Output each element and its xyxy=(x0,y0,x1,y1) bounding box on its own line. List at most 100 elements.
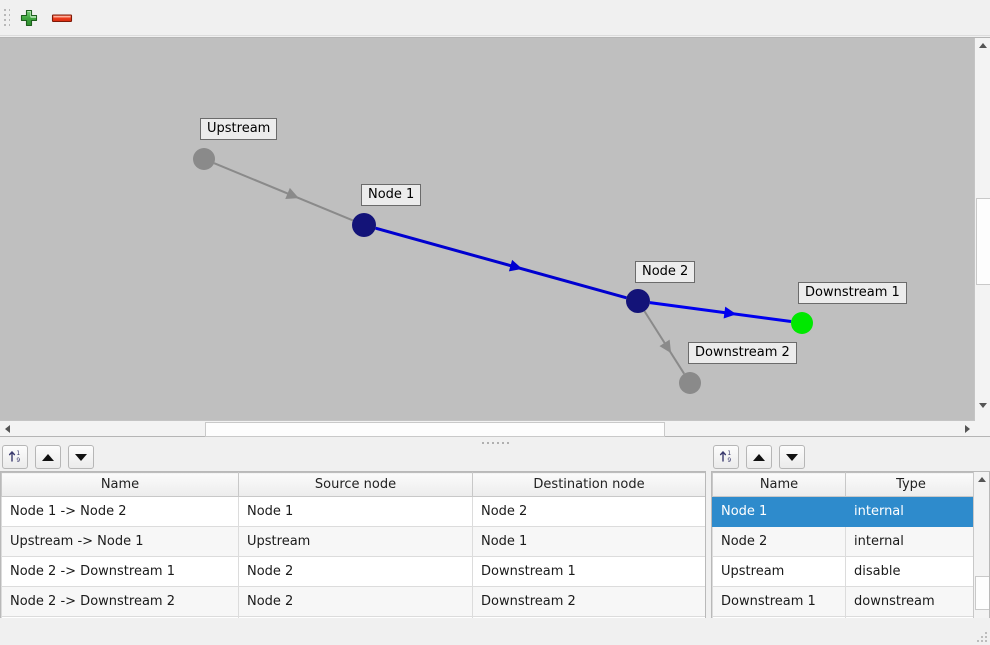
canvas-hscroll-thumb[interactable] xyxy=(205,422,665,437)
triangle-up-icon xyxy=(978,43,987,48)
toolbar-separator xyxy=(0,35,990,36)
horizontal-splitter[interactable] xyxy=(0,437,990,448)
triangle-up-icon xyxy=(753,453,765,461)
nodes-column-header-1[interactable]: Type xyxy=(845,472,976,497)
edge-arrowhead-node2-downstream2 xyxy=(659,339,672,354)
graph-edge-node2-downstream2[interactable] xyxy=(643,310,685,375)
node-label-downstream2[interactable]: Downstream 2 xyxy=(688,342,797,364)
node-label-node1[interactable]: Node 1 xyxy=(361,184,422,206)
nodes-cell-2-0[interactable]: Upstream xyxy=(712,556,846,587)
nodes-vscroll-thumb[interactable] xyxy=(975,576,989,610)
edges-cell-3-2[interactable]: Downstream 2 xyxy=(472,586,705,617)
triangle-left-icon xyxy=(5,424,10,433)
scrollbar-corner xyxy=(975,421,990,436)
edge-arrowhead-node1-node2 xyxy=(508,259,523,272)
nodes-cell-1-1[interactable]: internal xyxy=(845,526,976,557)
graph-node-node2[interactable] xyxy=(626,289,650,313)
graph-node-upstream[interactable] xyxy=(193,148,215,170)
scroll-right-button[interactable] xyxy=(960,421,975,436)
nodes-cell-3-1[interactable]: downstream xyxy=(845,586,976,617)
graph-edge-node2-downstream1[interactable] xyxy=(649,301,792,324)
graph-node-node1[interactable] xyxy=(352,213,376,237)
node-label-upstream[interactable]: Upstream xyxy=(200,118,278,140)
sort-ascending-icon: 1 9 xyxy=(718,448,734,467)
edges-move-down-button[interactable] xyxy=(68,445,94,469)
nodes-scroll-up-button[interactable] xyxy=(974,472,989,487)
nodes-cell-0-1[interactable]: internal xyxy=(845,496,976,527)
nodes-move-down-button[interactable] xyxy=(779,445,805,469)
nodes-column-header-0[interactable]: Name xyxy=(712,472,846,497)
canvas-horizontal-scrollbar[interactable] xyxy=(0,420,975,437)
window-resize-grip[interactable] xyxy=(974,629,987,642)
scroll-up-button[interactable] xyxy=(975,38,990,53)
edge-arrowhead-node2-downstream1 xyxy=(723,306,737,319)
green-plus-icon xyxy=(19,8,39,31)
edges-cell-0-0[interactable]: Node 1 -> Node 2 xyxy=(1,496,239,527)
graph-node-downstream2[interactable] xyxy=(679,372,701,394)
edges-cell-0-1[interactable]: Node 1 xyxy=(238,496,473,527)
red-minus-icon xyxy=(51,11,73,28)
edges-column-header-0[interactable]: Name xyxy=(1,472,239,497)
nodes-move-up-button[interactable] xyxy=(746,445,772,469)
main-toolbar xyxy=(0,0,990,37)
edges-cell-1-2[interactable]: Node 1 xyxy=(472,526,705,557)
edges-column-header-1[interactable]: Source node xyxy=(238,472,473,497)
graph-edge-upstream-node1[interactable] xyxy=(213,162,354,222)
nodes-cell-0-0[interactable]: Node 1 xyxy=(712,496,846,527)
toolbar-drag-handle[interactable] xyxy=(4,9,10,28)
edges-sort-button[interactable]: 1 9 xyxy=(2,445,28,469)
nodes-cell-1-0[interactable]: Node 2 xyxy=(712,526,846,557)
node-label-downstream1[interactable]: Downstream 1 xyxy=(798,282,907,304)
scroll-left-button[interactable] xyxy=(0,421,15,436)
graph-node-downstream1[interactable] xyxy=(791,312,813,334)
edges-cell-3-1[interactable]: Node 2 xyxy=(238,586,473,617)
triangle-down-icon xyxy=(75,453,87,461)
add-node-button[interactable] xyxy=(16,7,42,31)
edges-cell-3-0[interactable]: Node 2 -> Downstream 2 xyxy=(1,586,239,617)
edges-toolbar: 1 9 xyxy=(0,443,708,471)
edges-cell-1-1[interactable]: Upstream xyxy=(238,526,473,557)
edges-cell-2-1[interactable]: Node 2 xyxy=(238,556,473,587)
nodes-vertical-scrollbar[interactable] xyxy=(973,472,989,637)
canvas-vscroll-thumb[interactable] xyxy=(976,198,990,285)
edges-cell-0-2[interactable]: Node 2 xyxy=(472,496,705,527)
delete-node-button[interactable] xyxy=(49,7,75,31)
edges-move-up-button[interactable] xyxy=(35,445,61,469)
nodes-cell-3-0[interactable]: Downstream 1 xyxy=(712,586,846,617)
splitter-grip-icon xyxy=(481,441,509,444)
edges-cell-2-2[interactable]: Downstream 1 xyxy=(472,556,705,587)
edges-column-header-2[interactable]: Destination node xyxy=(472,472,705,497)
edges-cell-1-0[interactable]: Upstream -> Node 1 xyxy=(1,526,239,557)
graph-drawing xyxy=(193,148,813,394)
triangle-right-icon xyxy=(965,424,970,433)
nodes-sort-button[interactable]: 1 9 xyxy=(713,445,739,469)
nodes-cell-2-1[interactable]: disable xyxy=(845,556,976,587)
node-label-node2[interactable]: Node 2 xyxy=(635,261,696,283)
scroll-down-button[interactable] xyxy=(975,398,990,413)
graph-edge-node1-node2[interactable] xyxy=(375,226,627,300)
canvas-vertical-scrollbar[interactable] xyxy=(974,38,990,428)
edges-cell-2-0[interactable]: Node 2 -> Downstream 1 xyxy=(1,556,239,587)
svg-text:1: 1 xyxy=(16,450,20,457)
